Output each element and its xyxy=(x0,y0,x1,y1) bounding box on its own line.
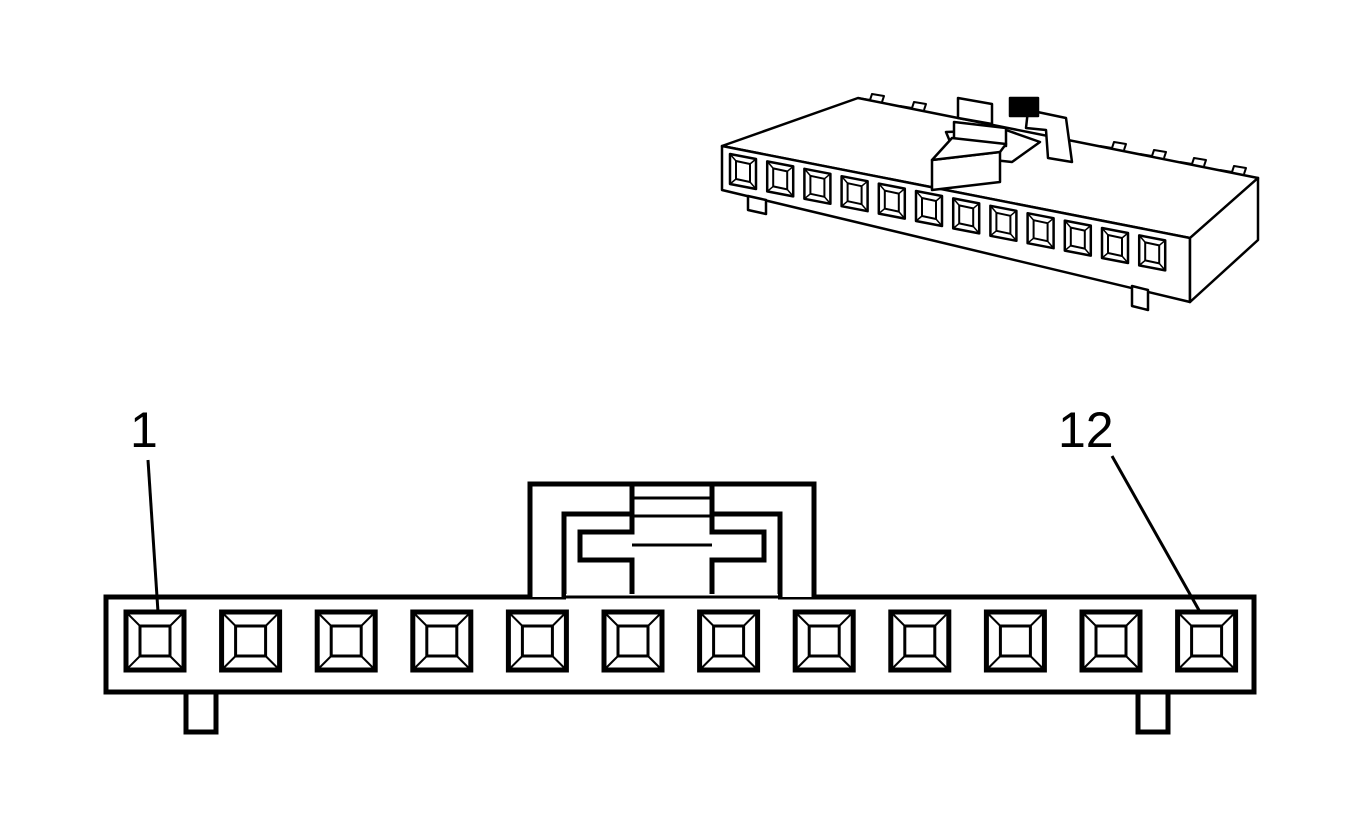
pin-label-1: 1 xyxy=(130,402,158,458)
latch-step-right xyxy=(709,514,767,597)
connector-isometric-view xyxy=(720,93,1260,312)
latch-step-left xyxy=(577,514,635,597)
pin-cavity-7 xyxy=(697,609,761,673)
leader-line-pin-1 xyxy=(146,459,160,613)
iso-foot-right xyxy=(1130,284,1150,312)
iso-latch xyxy=(930,96,1074,192)
mounting-foot-left xyxy=(183,687,219,735)
pin-cavity-6 xyxy=(601,609,665,673)
iso-pin-cavity-10 xyxy=(1063,219,1093,257)
pin-cavity-3 xyxy=(314,609,378,673)
pin-cavity-2 xyxy=(219,609,283,673)
latch-housing-outer xyxy=(527,481,817,597)
pin-cavity-11 xyxy=(1079,609,1143,673)
iso-pin-cavity-1 xyxy=(728,152,758,191)
pin-label-12: 12 xyxy=(1058,402,1114,458)
iso-pin-cavity-12 xyxy=(1137,234,1167,272)
mounting-foot-right xyxy=(1135,687,1171,735)
pin-cavity-8 xyxy=(792,609,856,673)
pin-cavity-10 xyxy=(983,609,1047,673)
iso-top-notches xyxy=(857,93,1247,175)
leader-line-pin-12 xyxy=(1110,455,1202,613)
iso-pin-cavity-6 xyxy=(914,189,944,228)
iso-pin-cavity-7 xyxy=(951,197,981,235)
iso-pin-cavity-3 xyxy=(803,167,832,206)
iso-foot-left xyxy=(746,194,768,216)
iso-pin-cavity-11 xyxy=(1100,226,1130,265)
pin-cavity-12 xyxy=(1175,609,1239,673)
connector-face-view xyxy=(103,455,1257,735)
iso-cavity-row xyxy=(728,152,1167,272)
pin-cavity-4 xyxy=(410,609,474,673)
iso-pin-cavity-2 xyxy=(765,160,795,198)
iso-pin-cavity-5 xyxy=(877,182,907,220)
pin-cavity-1 xyxy=(123,609,187,673)
iso-pin-cavity-9 xyxy=(1026,211,1055,250)
iso-pin-cavity-8 xyxy=(989,204,1018,243)
pin-cavity-row xyxy=(123,609,1239,673)
iso-pin-cavity-4 xyxy=(840,174,869,213)
pin-cavity-5 xyxy=(505,609,569,673)
pin-cavity-9 xyxy=(888,609,952,673)
iso-right-face xyxy=(1188,176,1260,304)
